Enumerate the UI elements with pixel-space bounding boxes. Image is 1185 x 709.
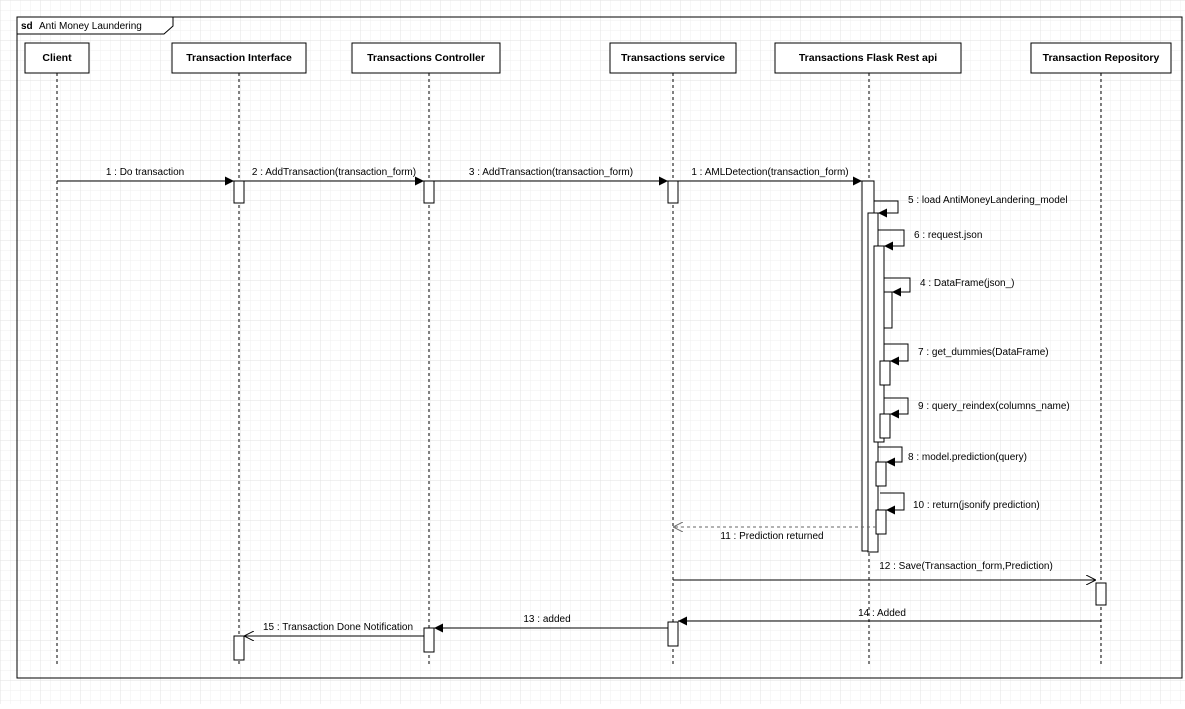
message-label-10: 8 : model.prediction(query) bbox=[908, 452, 1027, 463]
message-arrow-10 bbox=[878, 446, 903, 467]
activation-flask-7 bbox=[879, 360, 891, 386]
activation-controller-2 bbox=[423, 627, 435, 653]
message-label-1: 1 : Do transaction bbox=[106, 167, 184, 178]
activation-flask-6 bbox=[873, 245, 885, 443]
activation-flask-4 bbox=[883, 291, 893, 329]
message-arrow-8 bbox=[884, 343, 909, 366]
lifeline-client-label: Client bbox=[42, 52, 72, 64]
activation-interface-1 bbox=[233, 180, 245, 204]
message-label-8: 7 : get_dummies(DataFrame) bbox=[918, 347, 1049, 358]
message-arrow-11 bbox=[880, 492, 905, 515]
lifeline-service[interactable]: Transactions service bbox=[609, 42, 737, 74]
frame-title: Anti Money Laundering bbox=[39, 21, 142, 32]
frame-border bbox=[16, 16, 1183, 679]
activation-flask-8 bbox=[875, 461, 887, 487]
message-label-13: 12 : Save(Transaction_form,Prediction) bbox=[879, 561, 1053, 572]
message-label-2: 2 : AddTransaction(transaction_form) bbox=[252, 167, 416, 178]
message-label-12: 11 : Prediction returned bbox=[720, 531, 823, 542]
lifeline-controller-label: Transactions Controller bbox=[367, 52, 485, 64]
lifeline-client[interactable]: Client bbox=[24, 42, 90, 74]
lifeline-flask[interactable]: Transactions Flask Rest api bbox=[774, 42, 962, 74]
frame-keyword: sd bbox=[21, 21, 33, 32]
message-label-9: 9 : query_reindex(columns_name) bbox=[918, 401, 1070, 412]
lifeline-service-label: Transactions service bbox=[621, 52, 725, 64]
message-label-15: 13 : added bbox=[523, 614, 570, 625]
message-arrow-7 bbox=[884, 277, 911, 297]
lifeline-repository-label: Transaction Repository bbox=[1043, 52, 1160, 64]
message-arrow-9 bbox=[884, 397, 909, 419]
message-label-16: 15 : Transaction Done Notification bbox=[263, 622, 413, 633]
activation-service-2 bbox=[667, 621, 679, 647]
activation-flask-9 bbox=[879, 413, 891, 439]
message-arrow-5 bbox=[874, 200, 899, 218]
message-label-4: 1 : AMLDetection(transaction_form) bbox=[691, 167, 848, 178]
activation-controller-1 bbox=[423, 180, 435, 204]
message-label-6: 6 : request.json bbox=[914, 230, 982, 241]
message-label-11: 10 : return(jsonify prediction) bbox=[913, 500, 1040, 511]
lifeline-controller[interactable]: Transactions Controller bbox=[351, 42, 501, 74]
lifeline-repository[interactable]: Transaction Repository bbox=[1030, 42, 1172, 74]
message-arrow-6 bbox=[878, 229, 905, 251]
message-label-5: 5 : load AntiMoneyLandering_model bbox=[908, 195, 1068, 206]
frame-tab bbox=[16, 16, 174, 35]
message-label-7: 4 : DataFrame(json_) bbox=[920, 278, 1014, 289]
activation-interface-2 bbox=[233, 635, 245, 661]
lifeline-interface-label: Transaction Interface bbox=[186, 52, 292, 64]
message-label-3: 3 : AddTransaction(transaction_form) bbox=[469, 167, 633, 178]
activation-flask-10 bbox=[875, 509, 887, 535]
activation-service-1 bbox=[667, 180, 679, 204]
activation-repository-1 bbox=[1095, 582, 1107, 606]
message-label-14: 14 : Added bbox=[858, 608, 906, 619]
lifeline-flask-label: Transactions Flask Rest api bbox=[799, 52, 937, 64]
lifeline-interface[interactable]: Transaction Interface bbox=[171, 42, 307, 74]
